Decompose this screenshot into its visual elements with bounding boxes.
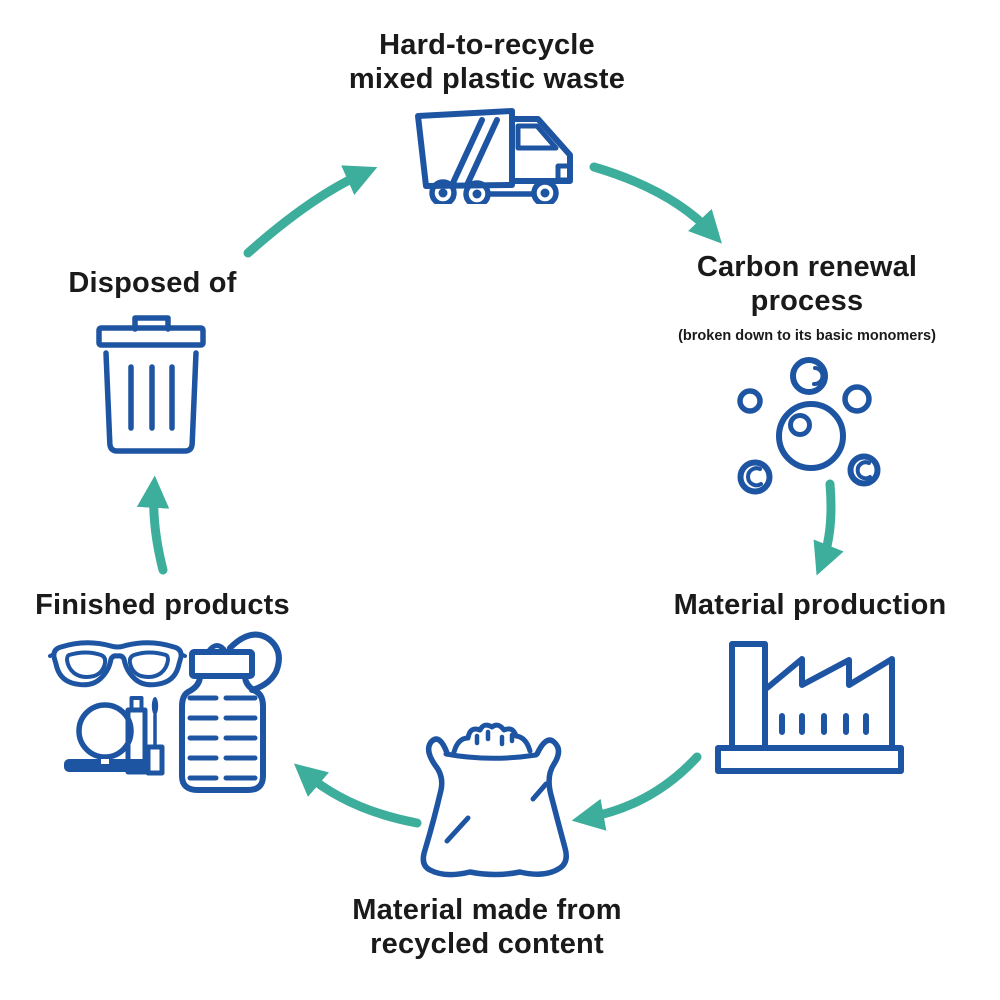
label-recycled-material: Material made from recycled content [352,894,622,960]
arrow-products-to-disposed [136,475,170,575]
material-sack-icon [420,722,569,878]
compact-mirror-icon [64,702,148,772]
arrow-disposed-to-truck [243,165,378,258]
sublabel-carbon-renewal: (broken down to its basic monomers) [678,328,936,344]
arrow-truck-to-carbon [589,162,722,244]
monomer-molecules-icon [737,357,881,495]
glasses-icon [48,640,187,688]
mascara-icon [125,696,165,776]
bottle-icon [179,631,282,793]
trash-can-icon [96,315,206,454]
label-finished-products: Finished products [35,589,290,621]
label-carbon-renewal: Carbon renewal process [696,251,918,317]
arrow-production-to-sack [571,752,702,831]
label-material-production: Material production [673,589,947,621]
label-disposed-of: Disposed of [68,267,237,299]
garbage-truck-icon [415,108,573,204]
factory-icon [715,641,904,774]
label-mixed-plastic-waste: Hard-to-recycle mixed plastic waste [348,29,626,95]
finished-products-icons [48,631,282,793]
